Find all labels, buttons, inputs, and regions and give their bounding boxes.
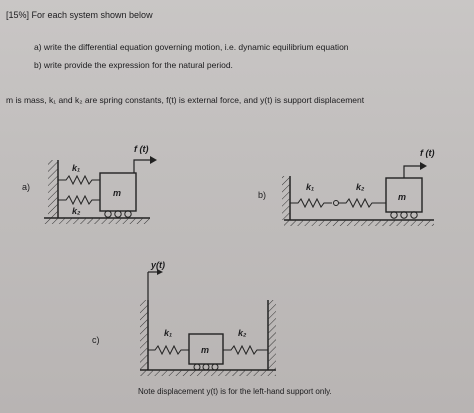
figure-a-k1-label: k₁ xyxy=(72,163,80,173)
instruction-a: a) write the differential equation gover… xyxy=(34,42,349,52)
figure-b-wall-hatch xyxy=(282,176,290,220)
problem-header: [15%] For each system shown below xyxy=(6,10,153,20)
figure-b: b) m k₁ k₂ f (t) xyxy=(258,148,435,226)
figure-c-k2-label: k₂ xyxy=(238,328,247,338)
figure-c-right-wall-hatch xyxy=(268,300,276,370)
figure-b-floor-hatch xyxy=(284,220,434,226)
figure-a-force-arrowhead xyxy=(150,156,157,164)
figure-b-connector xyxy=(333,200,339,206)
figure-c-support-arrowhead xyxy=(157,269,163,275)
figure-b-force-arrowhead xyxy=(420,162,427,170)
figure-a-label: a) xyxy=(22,182,30,192)
figure-c-wheel xyxy=(211,363,219,371)
figure-c-support-label: y(t) xyxy=(150,260,165,270)
figure-b-force-arrow xyxy=(403,165,420,178)
figure-a-wheel xyxy=(114,210,122,218)
figure-a-spring-k2 xyxy=(58,194,100,206)
figure-a-wheel xyxy=(124,210,132,218)
figure-b-wheel xyxy=(390,211,398,219)
figure-c-k1-label: k₁ xyxy=(164,328,172,338)
figure-b-wheel xyxy=(400,211,408,219)
figure-b-k2-label: k₂ xyxy=(356,182,365,192)
figure-a-force-label: f (t) xyxy=(134,144,149,154)
figure-c-left-wall-hatch xyxy=(140,300,148,370)
figure-b-mass-label: m xyxy=(398,192,406,202)
figure-a-mass-label: m xyxy=(113,188,121,198)
figure-a-force-arrow xyxy=(133,159,150,173)
figure-c-wheel xyxy=(193,363,201,371)
figure-c-label: c) xyxy=(92,335,100,345)
figure-c: c) y(t) m k₁ k₂ xyxy=(92,260,276,376)
figure-b-k1-label: k₁ xyxy=(306,182,314,192)
figure-b-spring-k2 xyxy=(339,197,386,209)
figure-c-floor-hatch xyxy=(140,370,276,376)
note-text: Note displacement y(t) is for the left-h… xyxy=(138,387,332,396)
instruction-b: b) write provide the expression for the … xyxy=(34,60,233,70)
figure-a-wall-hatch xyxy=(48,160,58,218)
figure-c-spring-k1 xyxy=(148,344,189,356)
figure-b-force-label: f (t) xyxy=(420,148,435,158)
figure-a-floor-hatch xyxy=(44,218,150,224)
figure-c-mass-label: m xyxy=(201,345,209,355)
figure-a-wheel xyxy=(104,210,112,218)
figure-a-k2-label: k₂ xyxy=(72,206,81,216)
definitions-text: m is mass, k₁ and k₂ are spring constant… xyxy=(6,95,365,105)
figure-b-wheel xyxy=(410,211,418,219)
figure-c-spring-k2 xyxy=(223,344,268,356)
figure-b-spring-k1 xyxy=(290,197,332,209)
figure-c-wheel xyxy=(202,363,210,371)
figure-a-spring-k1 xyxy=(58,174,100,186)
figure-a: a) m k₁ k₂ f (t) xyxy=(22,144,157,224)
figure-b-label: b) xyxy=(258,190,266,200)
